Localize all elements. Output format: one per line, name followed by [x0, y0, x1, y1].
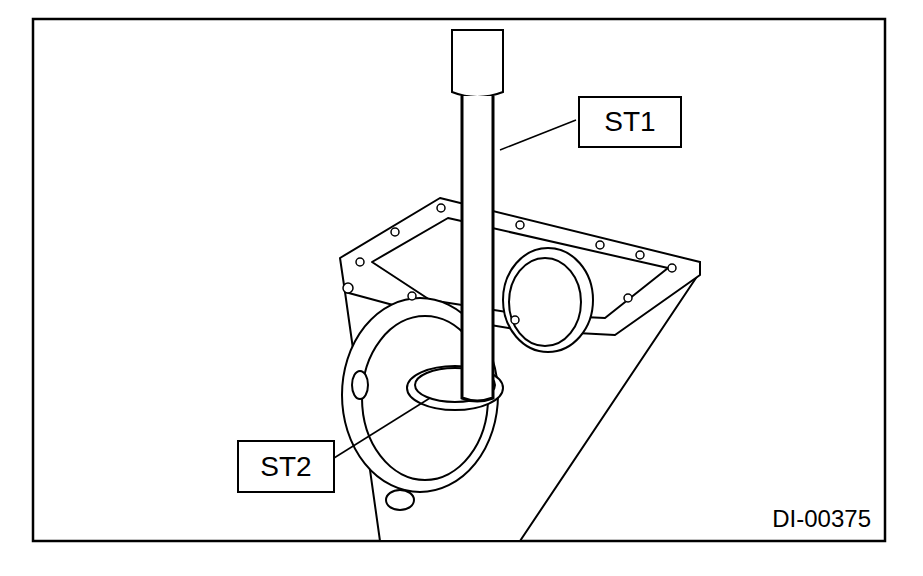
tool-callout: ST1: [578, 96, 682, 148]
tool-callout: ST2: [237, 440, 335, 493]
differential-carrier: [340, 198, 700, 541]
frame: [33, 19, 885, 541]
bolt-holes: [343, 204, 676, 324]
special-tool: [452, 30, 503, 401]
figure-number: DI-00375: [770, 506, 873, 532]
leader-lines: [334, 120, 576, 458]
